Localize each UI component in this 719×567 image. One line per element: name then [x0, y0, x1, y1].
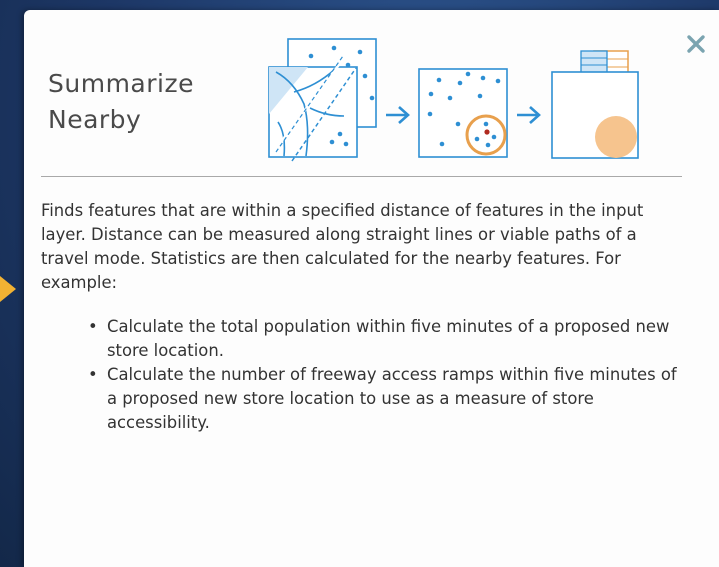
result-table-icon [551, 50, 639, 159]
input-layers-icon [268, 38, 377, 162]
header-divider [41, 176, 682, 177]
nearby-search-icon [418, 68, 508, 158]
list-item: Calculate the number of freeway access r… [88, 363, 689, 435]
workflow-arrow-icon [386, 106, 410, 124]
summarize-nearby-workflow-icon [268, 38, 639, 162]
panel-title: Summarize Nearby [48, 69, 194, 134]
workflow-arrow-icon [517, 106, 541, 124]
tool-description: Finds features that are within a specifi… [41, 201, 644, 292]
close-icon[interactable] [684, 32, 708, 56]
example-list: Calculate the total population within fi… [41, 315, 689, 435]
callout-pointer-arrow [0, 276, 16, 302]
tool-help-panel: Summarize Nearby [24, 10, 719, 567]
list-item: Calculate the total population within fi… [88, 315, 689, 363]
